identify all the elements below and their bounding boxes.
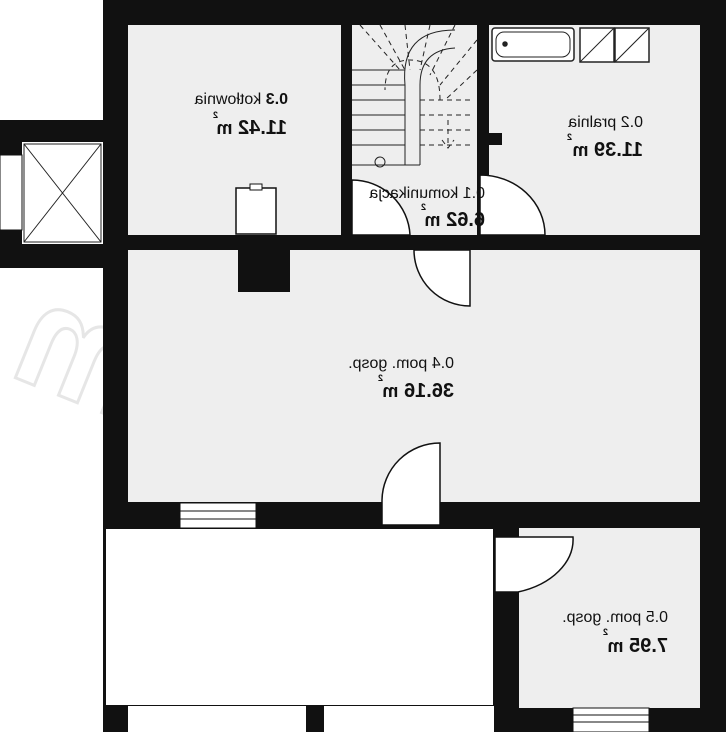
svg-text:0.3 kotłownia: 0.3 kotłownia — [194, 91, 288, 108]
door-kotlownia — [351, 179, 411, 236]
svg-text:2: 2 — [213, 110, 218, 120]
svg-text:2: 2 — [378, 373, 383, 383]
door-komunikacja — [479, 174, 546, 236]
room-kotlownia-floor — [128, 25, 341, 235]
label-komunikacja: 0.1 komunikacja 6.62 m 2 — [369, 185, 485, 231]
svg-text:11.42 m: 11.42 m — [216, 117, 287, 139]
label-kotlownia: 0.3 kotłownia 11.42 m 2 — [194, 91, 288, 139]
door-pom-gosp — [413, 249, 471, 307]
svg-text:0.2 pralnia: 0.2 pralnia — [568, 114, 643, 131]
svg-text:0.1 komunikacja: 0.1 komunikacja — [369, 185, 485, 202]
svg-text:2: 2 — [603, 627, 608, 637]
svg-text:2: 2 — [567, 132, 572, 142]
svg-text:7.95 m: 7.95 m — [607, 635, 668, 657]
doors — [351, 174, 574, 593]
svg-text:2: 2 — [421, 202, 426, 212]
boiler-icon — [235, 183, 277, 235]
svg-text:6.62 m: 6.62 m — [424, 209, 485, 231]
chimney — [238, 250, 290, 292]
bathtub-icon — [491, 27, 575, 62]
label-pralnia: 0.2 pralnia 11.39 m 2 — [567, 114, 643, 161]
svg-text:36.16 m: 36.16 m — [382, 380, 454, 402]
windows — [179, 502, 650, 732]
laundry-fixtures — [491, 27, 650, 63]
staircase — [352, 24, 478, 168]
ventilation-shaft — [23, 143, 102, 243]
svg-text:0.5 pom. gosp.: 0.5 pom. gosp. — [562, 609, 668, 626]
label-pom-gosp: 0.4 pom. gosp. 36.16 m 2 — [348, 355, 454, 402]
door-annex — [494, 536, 574, 593]
room-labels: 0.3 kotłownia 11.42 m 2 0.1 komunikacja … — [194, 91, 668, 657]
svg-text:11.39 m: 11.39 m — [572, 139, 643, 161]
svg-text:0.4 pom. gosp.: 0.4 pom. gosp. — [348, 355, 454, 372]
label-pom-gosp-small: 0.5 pom. gosp. 7.95 m 2 — [562, 609, 668, 657]
terrace-area — [104, 527, 495, 707]
door-south — [381, 442, 441, 526]
